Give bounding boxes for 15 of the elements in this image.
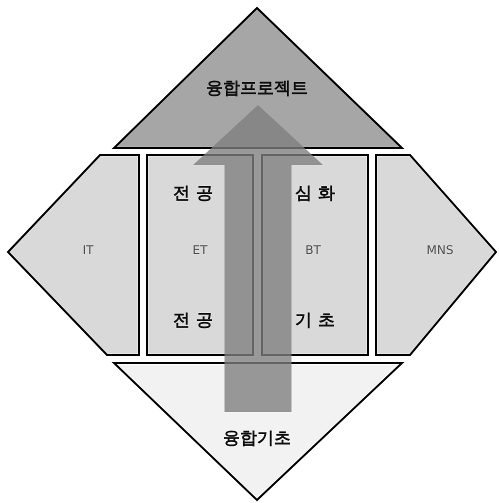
panel-label: 전 공 (173, 310, 213, 332)
panel-label: 심 화 (295, 182, 335, 204)
arrow (193, 105, 323, 412)
category-panel (376, 155, 496, 355)
category-panel (114, 363, 402, 500)
panel-label: 융합기초 (223, 428, 291, 450)
panel-label: MNS (426, 243, 454, 257)
panel-label: BT (305, 243, 321, 257)
panel-label: 기 초 (295, 310, 335, 332)
panel-label: ET (192, 243, 208, 257)
panel-label: IT (82, 243, 94, 257)
panel-label: 전 공 (173, 182, 213, 204)
category-panel (114, 8, 402, 148)
category-panel (8, 155, 139, 355)
panel-label: 융합프로젝트 (206, 78, 308, 100)
